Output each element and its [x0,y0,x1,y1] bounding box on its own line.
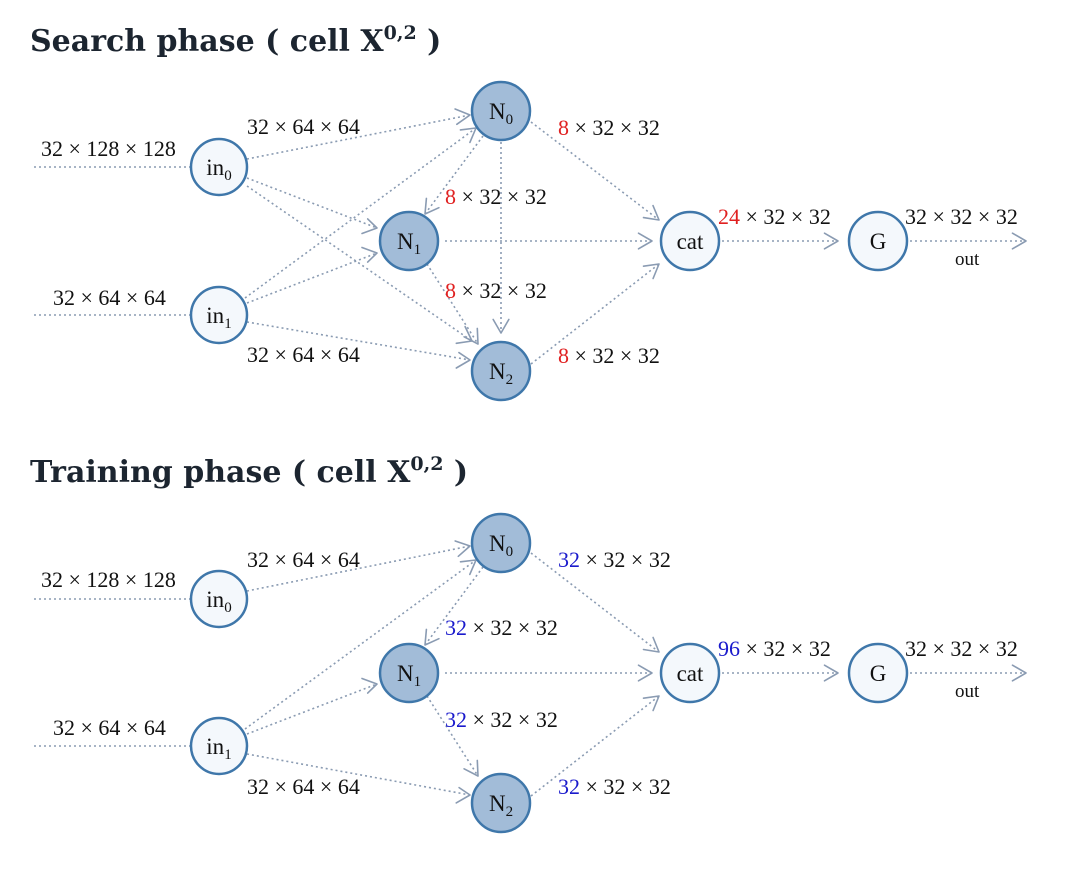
training-edge-n0-n1 [424,566,484,646]
search-edge-in1-n2 [246,321,471,369]
training-phase-panel: Training phase ( cell X0,2 ) in0 in1 [30,453,1027,834]
search-edge-in0-n2 [246,185,473,345]
search-edges [34,108,1027,369]
search-node-in0: in0 [189,137,249,197]
search-edge-in1-n0 [244,127,477,299]
search-label-n2-cat: 8 × 32 × 32 [558,343,660,368]
svg-text:cat: cat [677,229,704,254]
training-edge-n0-cat [530,552,660,653]
training-node-g: G [847,642,909,704]
search-edge-n2-cat [530,263,660,365]
search-edge-g-out [910,232,1027,250]
training-edge-n1-cat [445,664,653,682]
training-label-n1-n2: 32 × 32 × 32 [445,707,558,732]
training-label-in0-input: 32 × 128 × 128 [41,567,176,592]
search-phase-panel: Search phase ( cell X0,2 ) in0 [30,22,1027,402]
training-edge-n1-n2 [426,695,479,777]
svg-text:G: G [870,661,887,686]
search-label-in1-input: 32 × 64 × 64 [53,285,166,310]
training-node-in1: in1 [189,716,249,776]
training-node-n0: N0 [470,512,532,574]
search-edge-in0-n0 [246,108,471,160]
search-node-g: G [847,210,909,272]
training-edge-cat-g [722,664,839,682]
search-label-n0-n1: 8 × 32 × 32 [445,184,547,209]
search-edge-n1-n2 [426,263,479,345]
search-edge-n1-cat [445,232,653,250]
training-label-out: out [955,681,980,702]
search-node-n1: N1 [378,210,440,272]
search-label-in0-n0: 32 × 64 × 64 [247,114,360,139]
search-label-in0-input: 32 × 128 × 128 [41,136,176,161]
search-edge-n0-cat [530,121,660,221]
search-label-g-out-dims: 32 × 32 × 32 [905,204,1018,229]
training-label-n2-cat: 32 × 32 × 32 [558,774,671,799]
svg-text:N1: N1 [397,229,421,258]
training-label-n0-cat: 32 × 32 × 32 [558,547,671,572]
training-edge-in1-n2 [246,753,471,804]
search-label-n1-n2: 8 × 32 × 32 [445,278,547,303]
training-label-in0-n0: 32 × 64 × 64 [247,547,360,572]
training-node-cat: cat [659,642,721,704]
svg-text:in1: in1 [206,303,231,332]
search-node-in1: in1 [189,285,249,345]
search-label-cat-g: 24 × 32 × 32 [718,204,831,229]
svg-text:N0: N0 [489,531,513,560]
search-node-n0: N0 [470,80,532,142]
svg-text:N2: N2 [489,359,513,388]
training-edge-in0-n0 [246,540,471,592]
svg-text:in1: in1 [206,734,231,763]
search-label-n0-cat: 8 × 32 × 32 [558,115,660,140]
svg-text:in0: in0 [206,587,231,616]
search-edge-n0-n1 [424,135,484,215]
search-label-in1-n2: 32 × 64 × 64 [247,342,360,367]
search-edge-n0-n2 [492,142,510,334]
training-edge-in1-n1 [246,677,378,735]
training-label-g-out-dims: 32 × 32 × 32 [905,636,1018,661]
search-node-n2: N2 [470,340,532,402]
search-node-cat: cat [659,210,721,272]
training-edges [34,540,1027,804]
training-node-n1: N1 [378,642,440,704]
svg-text:G: G [870,229,887,254]
search-phase-title: Search phase ( cell X0,2 ) [30,22,441,59]
training-edge-g-out [910,664,1027,682]
search-edge-cat-g [722,232,839,250]
training-edge-in1-n0 [244,559,477,730]
svg-text:N1: N1 [397,661,421,690]
svg-text:in0: in0 [206,155,231,184]
training-label-n0-n1: 32 × 32 × 32 [445,615,558,640]
training-label-in1-n2: 32 × 64 × 64 [247,774,360,799]
training-node-n2: N2 [470,772,532,834]
training-phase-title: Training phase ( cell X0,2 ) [30,453,468,490]
training-label-in1-input: 32 × 64 × 64 [53,715,166,740]
training-edge-n2-cat [530,695,660,797]
training-label-cat-g: 96 × 32 × 32 [718,636,831,661]
svg-text:cat: cat [677,661,704,686]
search-edge-in1-n1 [246,246,378,304]
training-node-in0: in0 [189,569,249,629]
svg-text:N2: N2 [489,791,513,820]
search-label-out: out [955,249,980,270]
search-edge-in0-n1 [246,177,378,235]
svg-text:N0: N0 [489,99,513,128]
